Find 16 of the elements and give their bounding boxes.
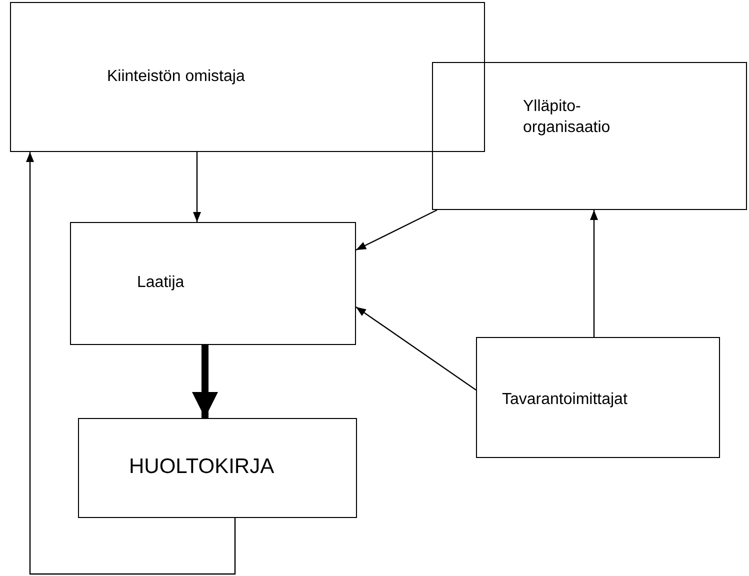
box-label: Tavarantoimittajat [502,390,628,410]
arrow [193,152,201,222]
process-box [476,337,720,458]
process-box [10,2,485,152]
arrow [192,345,218,418]
box-label: HUOLTOKIRJA [129,454,274,480]
box-label: Kiinteistön omistaja [107,67,245,87]
process-box [78,418,357,518]
arrow [590,210,598,337]
box-label: Ylläpito-organisaatio [523,97,612,138]
process-box [432,62,747,210]
arrow [26,152,236,575]
process-box [70,222,356,345]
box-label: Laatija [137,273,184,293]
arrow [356,306,476,390]
arrow [356,209,438,251]
